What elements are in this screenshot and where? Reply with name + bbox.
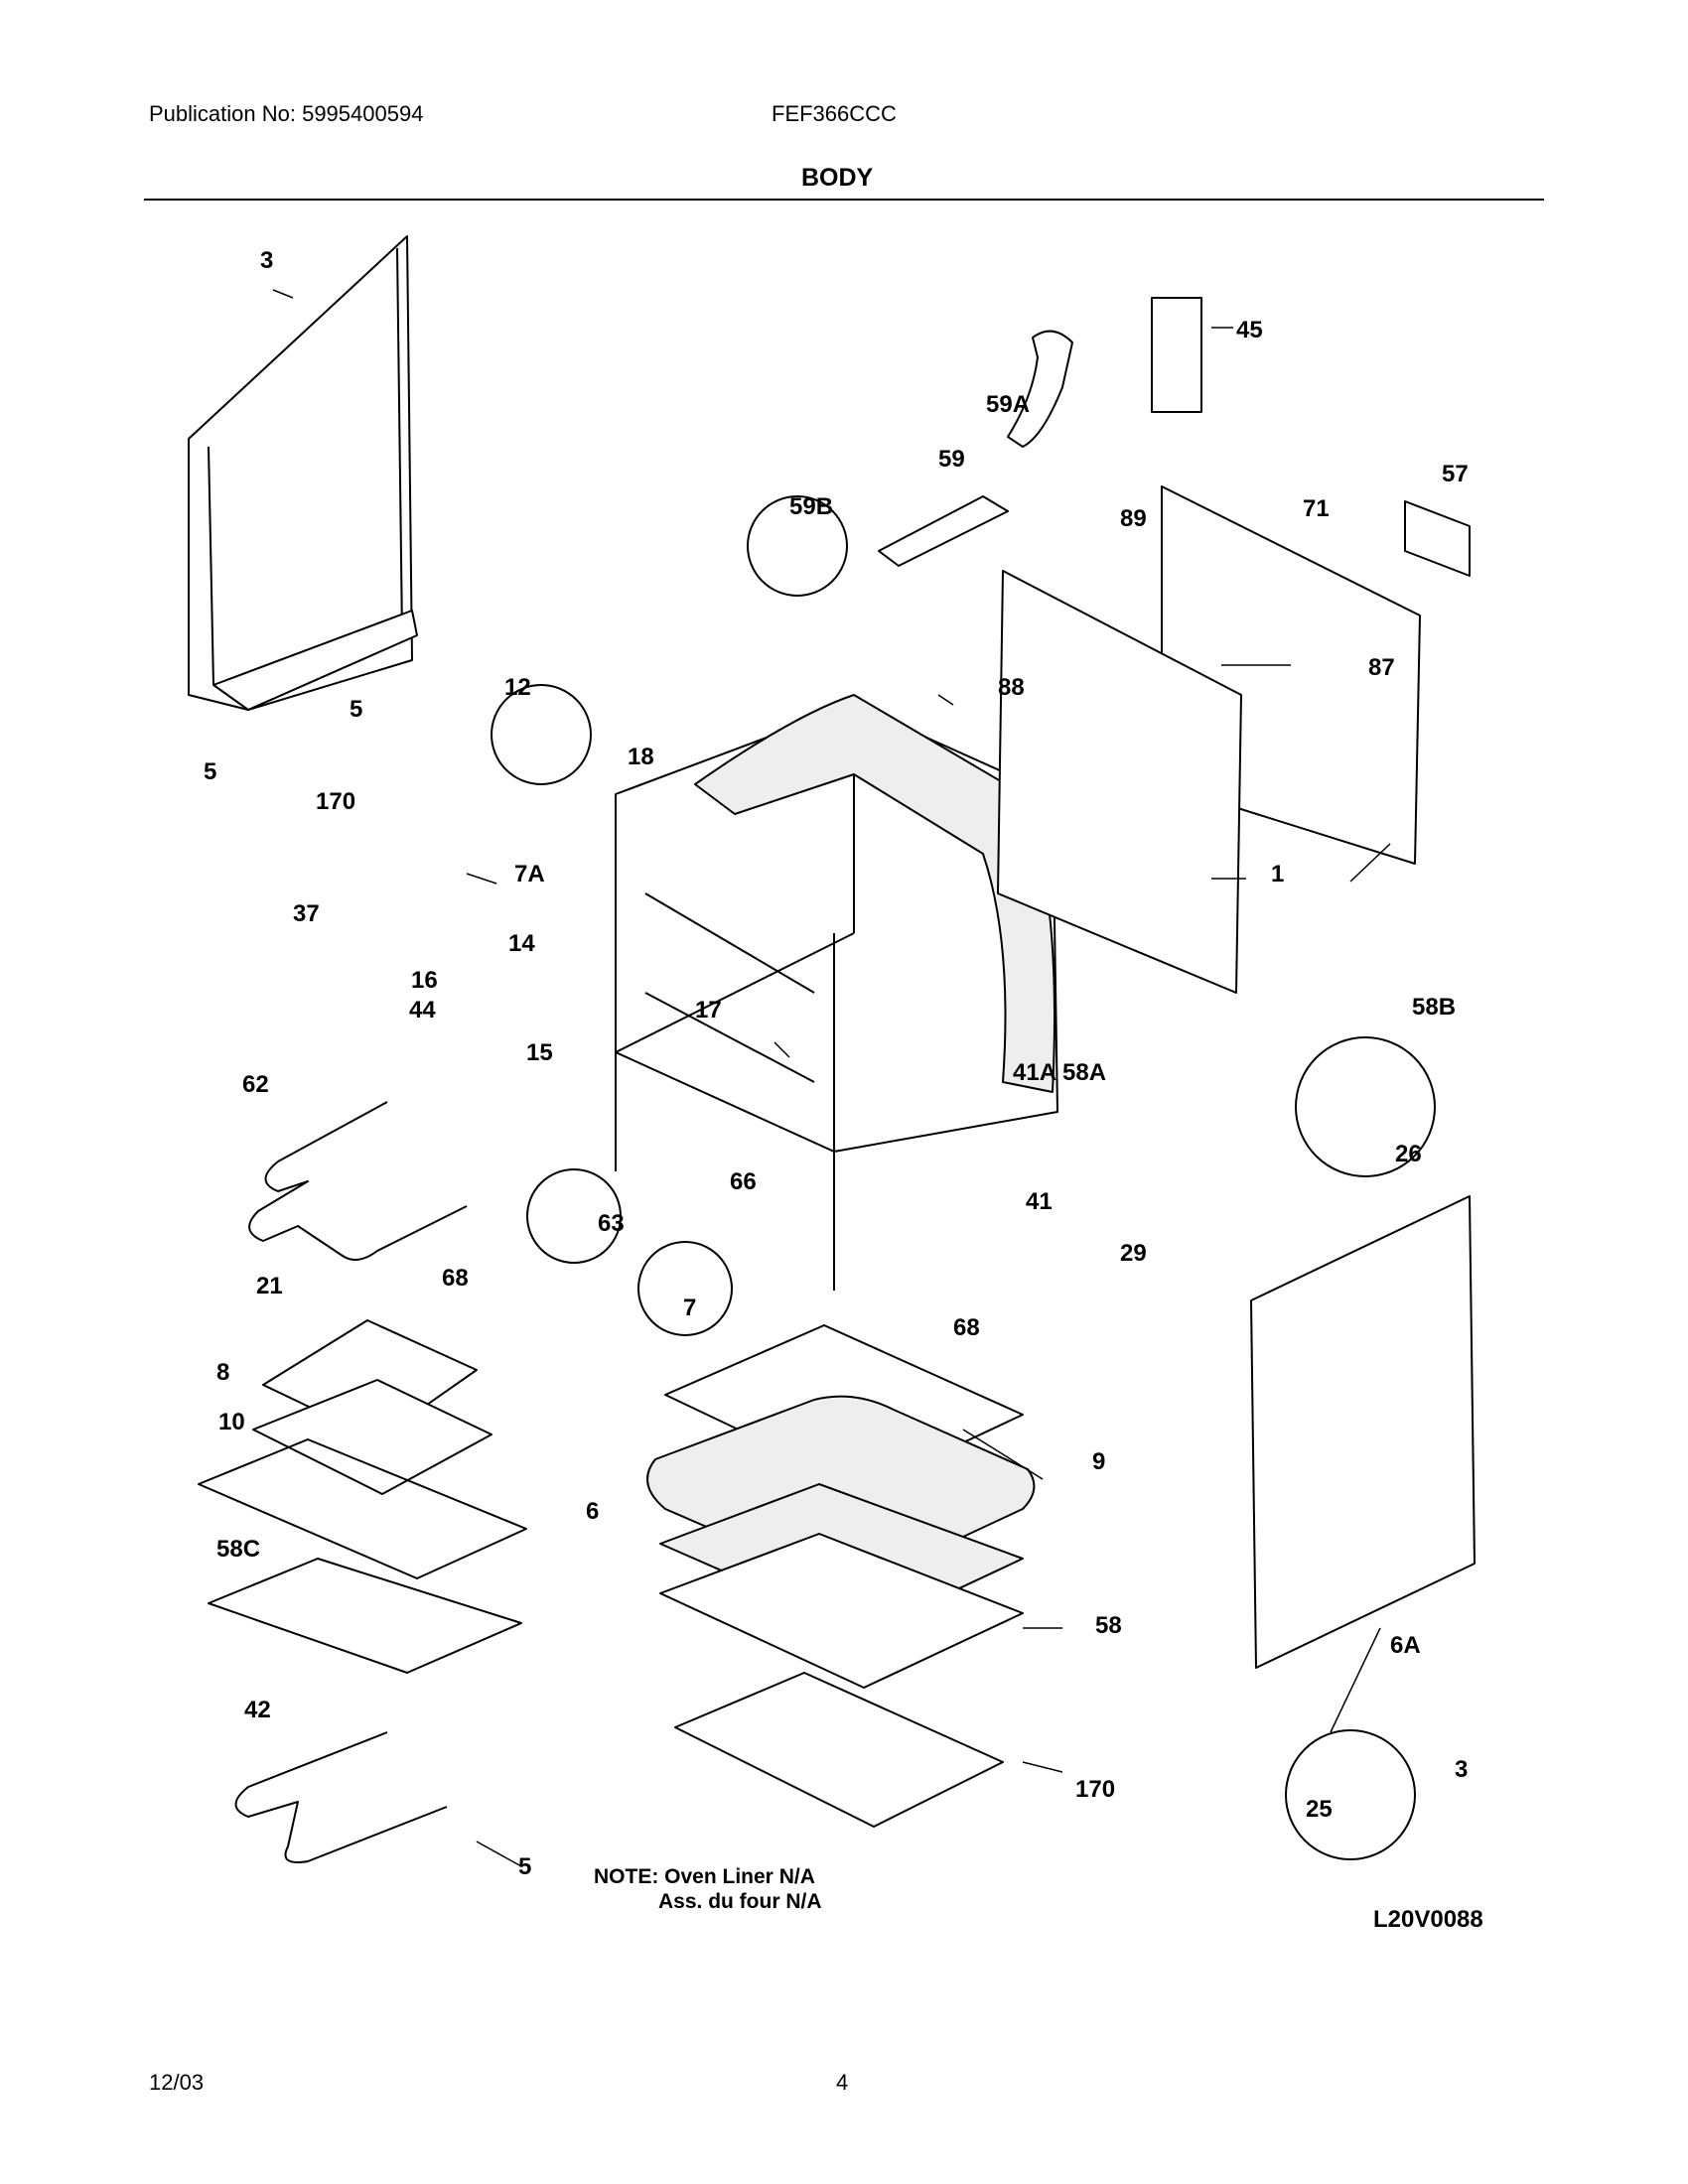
callout-26: 26 <box>1395 1141 1422 1167</box>
callout-87: 87 <box>1368 654 1395 681</box>
detail-circle-62-63 <box>1295 1036 1436 1177</box>
callout-41: 41 <box>1026 1188 1053 1215</box>
callout-58c: 58C <box>216 1536 260 1563</box>
panel-42 <box>659 1533 1024 1689</box>
callout-17: 17 <box>695 997 722 1024</box>
callout-15: 15 <box>526 1039 553 1066</box>
panel-25 <box>674 1672 1004 1828</box>
footer-page: 4 <box>836 2070 849 2095</box>
note-line-1: NOTE: Oven Liner N/A <box>594 1865 815 1888</box>
back-panel <box>997 485 1421 994</box>
callout-7a: 7A <box>514 861 545 887</box>
callout-10: 10 <box>218 1409 245 1435</box>
callout-18: 18 <box>628 744 654 770</box>
oven-rack-6 <box>198 1438 527 1579</box>
callout-45: 45 <box>1236 317 1263 343</box>
side-panel-right <box>1250 1195 1476 1669</box>
detail-circle-21 <box>637 1241 733 1336</box>
detail-circle-5 <box>1285 1729 1416 1860</box>
callout-5: 5 <box>350 696 362 723</box>
callout-59a: 59A <box>986 391 1030 418</box>
callout-16: 16 <box>411 967 438 994</box>
callout-42: 42 <box>244 1697 271 1723</box>
callout-5: 5 <box>204 758 216 785</box>
callout-29: 29 <box>1120 1240 1147 1267</box>
callout-170: 170 <box>1075 1776 1115 1803</box>
vent-duct-59a <box>1007 330 1073 448</box>
callout-9: 9 <box>1092 1448 1105 1475</box>
oven-liner-note: NOTE: Oven Liner N/A Ass. du four N/A <box>594 1864 822 1914</box>
callout-58a: 58A <box>1062 1059 1106 1086</box>
diagram-code: L20V0088 <box>1373 1906 1483 1933</box>
callout-5: 5 <box>518 1853 531 1880</box>
callout-25: 25 <box>1306 1796 1333 1823</box>
cover-57 <box>1404 500 1471 577</box>
side-panel-left <box>188 235 418 711</box>
callout-58b: 58B <box>1412 994 1456 1021</box>
callout-3: 3 <box>1455 1756 1468 1783</box>
detail-circle-12 <box>491 684 592 785</box>
callout-68: 68 <box>442 1265 469 1292</box>
broil-element-67 <box>234 1731 448 1863</box>
broil-pan-9 <box>252 1379 492 1495</box>
callout-37: 37 <box>293 900 320 927</box>
callout-12: 12 <box>504 674 531 701</box>
callout-58: 58 <box>1095 1612 1122 1639</box>
callout-6a: 6A <box>1390 1632 1421 1659</box>
callout-21: 21 <box>256 1273 283 1299</box>
callout-44: 44 <box>409 997 436 1024</box>
publication-number: Publication No: 5995400594 <box>149 101 424 126</box>
callout-59: 59 <box>938 446 965 473</box>
callout-59b: 59B <box>789 493 833 520</box>
callout-7: 7 <box>683 1295 696 1321</box>
header-divider <box>144 199 1544 201</box>
bake-element-66 <box>248 1101 468 1261</box>
oven-rack-6a <box>208 1558 522 1674</box>
insulation-wrap <box>694 694 1055 1093</box>
callout-8: 8 <box>216 1359 229 1386</box>
callout-170: 170 <box>316 788 355 815</box>
callout-71: 71 <box>1303 495 1330 522</box>
detail-circle-59b <box>747 495 848 597</box>
callout-6: 6 <box>586 1498 599 1525</box>
callout-68: 68 <box>953 1314 980 1341</box>
callout-3: 3 <box>260 247 273 274</box>
callout-66: 66 <box>730 1168 757 1195</box>
callout-67: 67 <box>0 0 27 6</box>
callout-57: 57 <box>1442 461 1469 487</box>
callout-41a: 41A <box>1013 1059 1056 1086</box>
callout-1: 1 <box>1271 861 1284 887</box>
vent-45 <box>1151 297 1202 413</box>
note-line-2: Ass. du four N/A <box>658 1890 822 1913</box>
callout-88: 88 <box>998 674 1025 701</box>
section-title: BODY <box>801 164 874 192</box>
callout-63: 63 <box>598 1210 625 1237</box>
callout-14: 14 <box>508 930 535 957</box>
vent-trim-59 <box>878 495 1009 567</box>
footer-date: 12/03 <box>149 2070 205 2095</box>
detail-circle-29 <box>526 1168 622 1264</box>
callout-62: 62 <box>242 1071 269 1098</box>
model-number: FEF366CCC <box>772 101 897 126</box>
callout-89: 89 <box>1120 505 1147 532</box>
